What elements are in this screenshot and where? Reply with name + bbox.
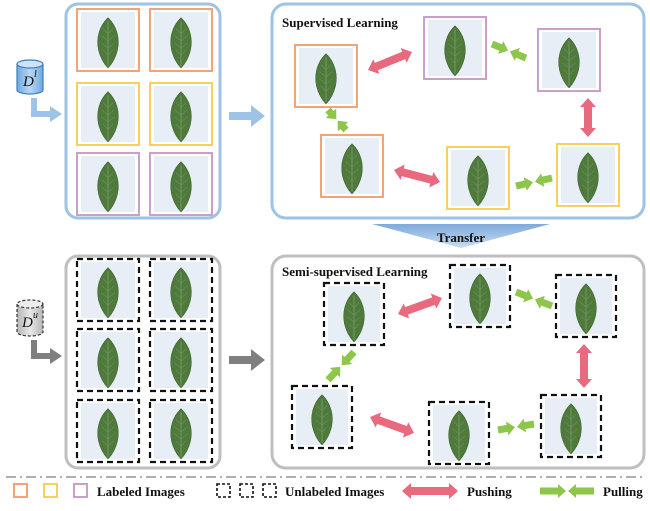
legend-purple-box: [73, 483, 88, 498]
unlabeled-dataset-frame: [64, 254, 222, 470]
unlabeled-to-semi-arrow: [229, 349, 265, 371]
supervised-learning-panel: [270, 2, 646, 220]
leaf-image: [558, 37, 580, 89]
legend-orange-box: [13, 483, 28, 498]
leaf-image: [341, 143, 363, 195]
supervised-pulling-arrow-2: [325, 107, 349, 133]
semi-pushing-arrow-1: [398, 293, 443, 319]
legend-pushing-shape: [402, 483, 458, 499]
leaf-image: [170, 408, 192, 460]
semi-pulling-arrow-2: [325, 349, 357, 383]
supervised-pulling-arrow-1: [490, 40, 528, 62]
labeled-dataset-superscript: l: [34, 69, 37, 80]
legend-pushing-text: Pushing: [467, 484, 512, 499]
unlabeled-dataset-cylinder-icon: [16, 299, 44, 337]
leaf-image: [170, 91, 192, 143]
leaf-image: [577, 152, 599, 204]
supervised-image-b: [423, 16, 487, 80]
legend-pulling-arrow-icon: [540, 484, 594, 498]
leaf-image: [170, 267, 192, 319]
legend-dashed-box-1: [216, 483, 231, 498]
unlabeled-dataset-symbol: D: [21, 315, 33, 331]
legend-dashed-box-2: [239, 483, 254, 498]
leaf-image: [469, 273, 491, 325]
semi-supervised-image-b: [448, 263, 512, 329]
labeled-dataset-cylinder-icon: [16, 59, 44, 95]
leaf-image: [97, 17, 119, 69]
semi-supervised-image-e: [427, 400, 491, 466]
supervised-pushing-arrow-2: [580, 98, 596, 137]
labeled-image-2: [149, 8, 213, 72]
supervised-image-e: [446, 146, 510, 210]
supervised-learning-title: Supervised Learning: [282, 15, 398, 30]
semi-pulling-arrow-3: [497, 418, 535, 436]
unlabeled-image-2: [148, 257, 214, 323]
labeled-to-supervised-arrow: [229, 105, 265, 127]
semi-pushing-arrow-3: [370, 412, 415, 438]
semi-supervised-image-c: [554, 273, 618, 339]
legend-pulling-shape: [540, 484, 594, 498]
labeled-dataset-frame: [64, 2, 222, 220]
leaf-image: [467, 155, 489, 207]
unlabeled-image-5: [75, 398, 141, 464]
leaf-image: [97, 337, 119, 389]
leaf-image: [170, 17, 192, 69]
labeled-image-5: [76, 152, 140, 216]
semi-pulling-arrow-1: [514, 288, 554, 310]
supervised-image-f: [556, 143, 620, 207]
semi-supervised-learning-panel: [270, 254, 646, 470]
labeled-image-1: [76, 8, 140, 72]
semi-supervised-image-f: [539, 393, 603, 459]
leaf-image: [97, 161, 119, 213]
leaf-image: [97, 91, 119, 143]
legend-dashed-box-3: [262, 483, 277, 498]
leaf-image: [444, 25, 466, 77]
leaf-image: [560, 403, 582, 455]
leaf-image: [448, 410, 470, 462]
labeled-elbow-arrow-head: [50, 106, 62, 122]
legend-pushing-arrow-icon: [402, 483, 458, 499]
leaf-image: [575, 283, 597, 335]
semi-supervised-learning-title: Semi-supervised Learning: [282, 264, 428, 279]
leaf-image: [343, 291, 365, 343]
leaf-image: [311, 394, 333, 446]
unlabeled-elbow-arrow-head: [50, 348, 62, 364]
labeled-dataset-symbol: D: [22, 74, 34, 90]
supervised-pulling-arrow-3: [515, 173, 553, 191]
leaf-image: [97, 267, 119, 319]
labeled-image-6: [149, 152, 213, 216]
leaf-image: [170, 161, 192, 213]
transfer-arrow: [372, 224, 550, 248]
supervised-image-d: [320, 134, 384, 198]
unlabeled-dataset-superscript: u: [33, 310, 38, 321]
legend-pulling-text: Pulling: [603, 484, 643, 499]
labeled-image-4: [149, 82, 213, 146]
labeled-image-3: [76, 82, 140, 146]
transfer-label: Transfer: [437, 230, 485, 245]
legend-yellow-box: [43, 483, 58, 498]
unlabeled-image-6: [148, 398, 214, 464]
leaf-image: [315, 53, 337, 105]
labeled-elbow-arrow-stem: [31, 98, 50, 117]
legend-labeled-text: Labeled Images: [97, 484, 185, 499]
unlabeled-image-4: [148, 327, 214, 393]
unlabeled-image-1: [75, 257, 141, 323]
leaf-image: [97, 408, 119, 460]
semi-supervised-image-d: [290, 384, 354, 450]
legend-unlabeled-text: Unlabeled Images: [285, 484, 384, 499]
supervised-pushing-arrow-3: [394, 164, 441, 188]
unlabeled-image-3: [75, 327, 141, 393]
leaf-image: [170, 337, 192, 389]
supervised-pushing-arrow-1: [368, 48, 413, 74]
semi-pushing-arrow-2: [576, 344, 592, 388]
semi-supervised-image-a: [322, 281, 386, 347]
supervised-image-c: [537, 28, 601, 92]
supervised-image-a: [294, 44, 358, 108]
unlabeled-elbow-arrow-stem: [31, 340, 50, 359]
